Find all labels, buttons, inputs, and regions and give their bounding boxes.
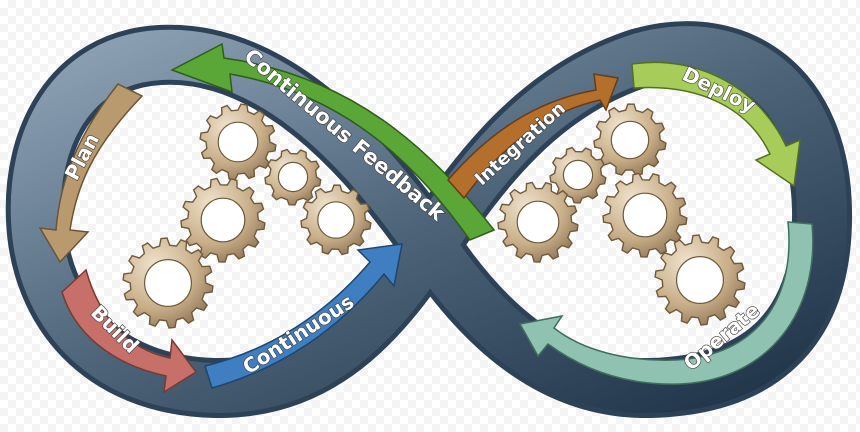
gear-icon: [122, 237, 214, 329]
gear-icon: [549, 146, 607, 204]
gear-icon: [199, 103, 277, 181]
gear-icon: [180, 177, 266, 263]
gears-group: [122, 103, 746, 329]
gear-icon: [300, 184, 372, 256]
gear-icon: [264, 148, 322, 206]
gear-icon: [602, 172, 688, 258]
gear-icon: [654, 234, 746, 326]
gear-icon: [497, 181, 579, 263]
gear-icon: [593, 103, 667, 177]
